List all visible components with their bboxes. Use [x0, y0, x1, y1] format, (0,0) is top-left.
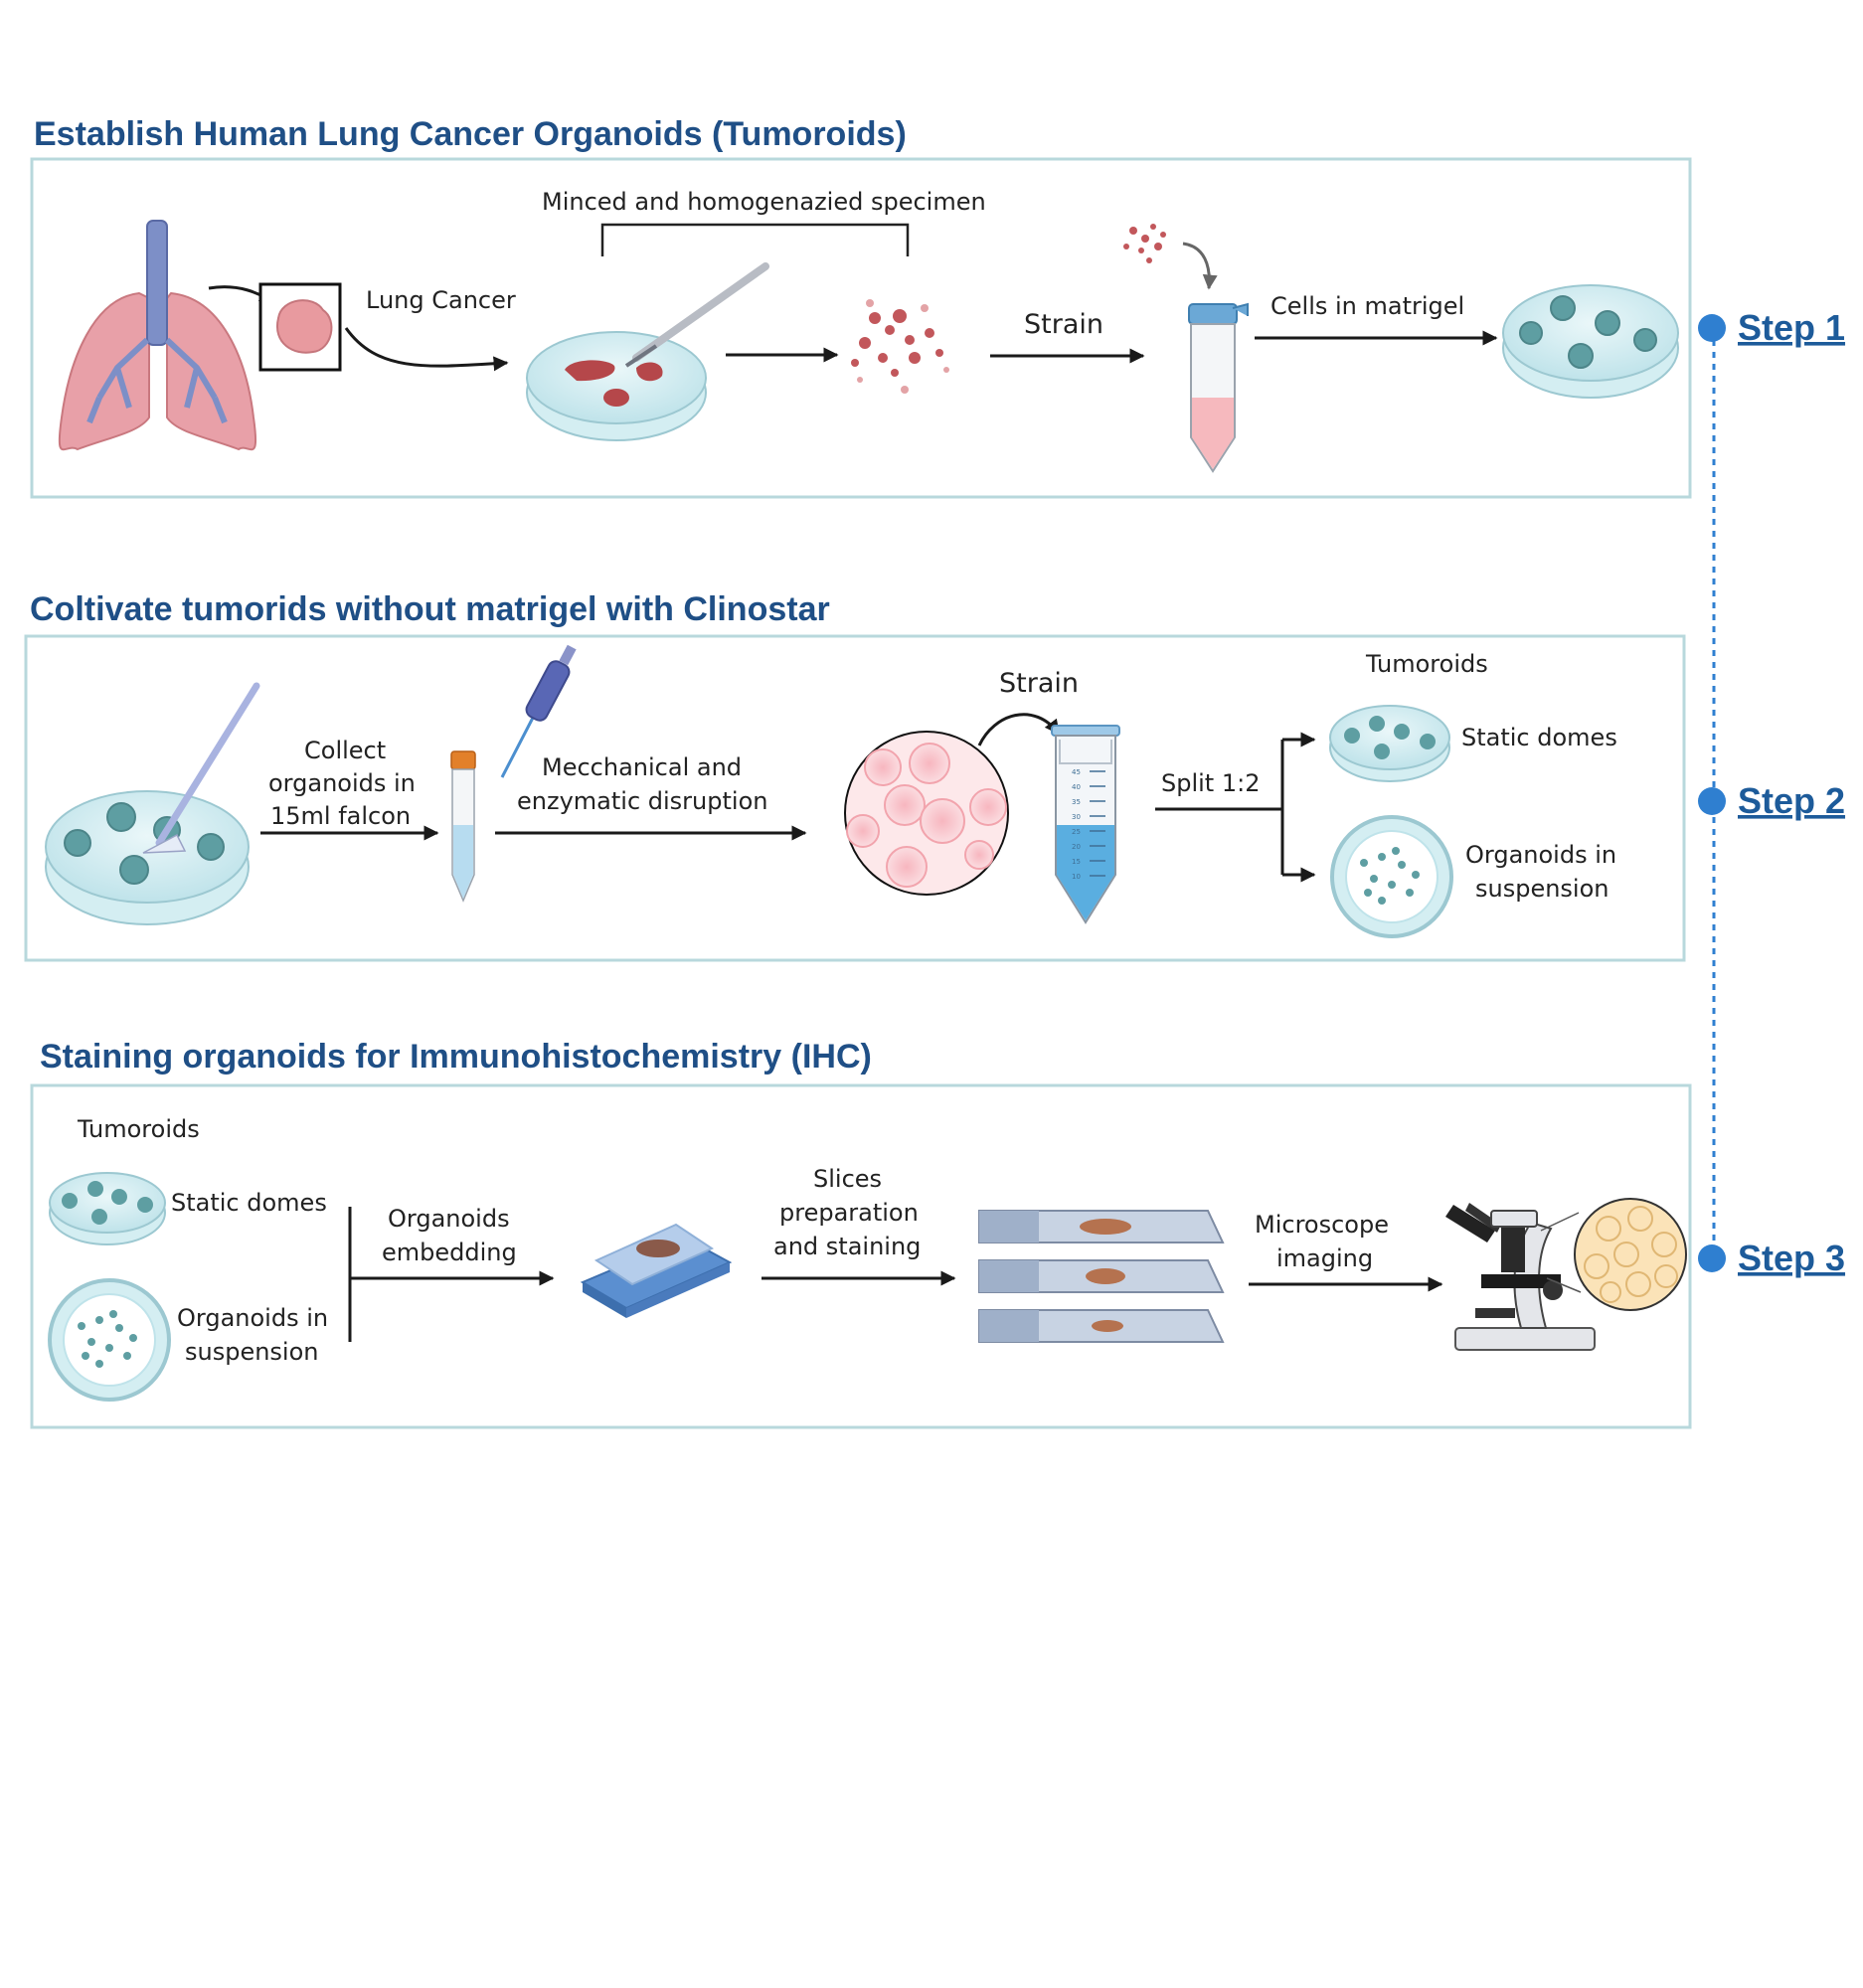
static-domes-dish-icon	[1329, 705, 1450, 782]
label-embed-2: embedding	[382, 1239, 517, 1266]
section-1-title: Establish Human Lung Cancer Organoids (T…	[34, 115, 907, 153]
tumor-icon	[275, 299, 333, 354]
tube-tick-label: 10	[1072, 873, 1081, 881]
step-3-dot	[1698, 1244, 1726, 1272]
label-tumoroids-3: Tumoroids	[77, 1115, 200, 1143]
label-disrupt-1: Mecchanical and	[542, 753, 742, 781]
tube-tick-label: 25	[1072, 828, 1081, 836]
label-split: Split 1:2	[1161, 769, 1260, 797]
label-strain-1: Strain	[1024, 309, 1103, 340]
section-3-title: Staining organoids for Immunohistochemis…	[40, 1038, 872, 1076]
label-lung-cancer: Lung Cancer	[366, 286, 516, 314]
tube-tick-label: 40	[1072, 783, 1081, 791]
embedding-block-icon	[580, 1223, 733, 1318]
step-2-label[interactable]: Step 2	[1738, 780, 1845, 821]
label-static-domes-2: Static domes	[1461, 724, 1617, 751]
lungs-icon	[58, 220, 257, 451]
petri-dish-domes-icon	[1502, 284, 1679, 399]
step-2-dot	[1698, 787, 1726, 815]
cells-magnified-icon	[844, 731, 1009, 896]
section-2-title: Coltivate tumorids without matrigel with…	[30, 590, 830, 628]
petri-dish-pipette-icon	[45, 682, 260, 925]
suspension-dish-icon-3	[48, 1278, 171, 1402]
cell-fragments-icon	[1123, 224, 1166, 263]
tube-tick-label: 45	[1072, 768, 1081, 776]
label-suspension-2b: suspension	[1475, 875, 1609, 903]
tube-tick-label: 20	[1072, 843, 1081, 851]
label-micro-2: imaging	[1276, 1244, 1373, 1272]
label-disrupt-2: enzymatic disruption	[517, 787, 767, 815]
label-collect-1: Collect	[304, 737, 386, 764]
label-cells-in-matrigel: Cells in matrigel	[1270, 292, 1464, 320]
label-minced-specimen: Minced and homogenazied specimen	[542, 188, 986, 216]
label-collect-2: organoids in	[268, 769, 416, 797]
label-embed-1: Organoids	[388, 1205, 510, 1233]
label-slices-1: Slices	[813, 1165, 882, 1193]
label-static-domes-3: Static domes	[171, 1189, 327, 1217]
tissue-magnified-icon	[1574, 1198, 1687, 1311]
label-slices-3: and staining	[773, 1233, 921, 1260]
pipette-icon	[500, 644, 577, 778]
tube-tick-label: 30	[1072, 813, 1081, 821]
label-collect-3: 15ml falcon	[270, 802, 411, 830]
tube-tick-label: 15	[1072, 858, 1081, 866]
minced-tissue-icon	[851, 299, 949, 394]
suspension-dish-icon	[1330, 815, 1453, 938]
petri-dish-tissue-icon	[526, 262, 769, 441]
label-suspension-3b: suspension	[185, 1338, 319, 1366]
strainer-tube-icon	[1051, 725, 1120, 924]
static-domes-dish-icon-3	[49, 1172, 166, 1245]
label-tumoroids-2: Tumoroids	[1365, 650, 1488, 678]
microscope-icon	[1445, 1203, 1596, 1351]
glass-slides-icon	[978, 1210, 1225, 1343]
tube-tick-label: 35	[1072, 798, 1081, 806]
label-strain-2: Strain	[999, 668, 1079, 699]
label-suspension-3a: Organoids in	[177, 1304, 328, 1332]
tube-icon	[1188, 302, 1249, 473]
label-micro-1: Microscope	[1255, 1211, 1389, 1239]
tube-scale: 45 40 35 30 25 20 15 10	[1072, 768, 1105, 881]
label-suspension-2a: Organoids in	[1465, 841, 1616, 869]
step-3-label[interactable]: Step 3	[1738, 1238, 1845, 1278]
label-slices-2: preparation	[779, 1199, 919, 1227]
bracket	[600, 223, 910, 256]
step-1-label[interactable]: Step 1	[1738, 307, 1845, 348]
step-1-dot	[1698, 314, 1726, 342]
falcon-tube-icon	[450, 750, 476, 903]
section-3-panel	[30, 1083, 1692, 1429]
